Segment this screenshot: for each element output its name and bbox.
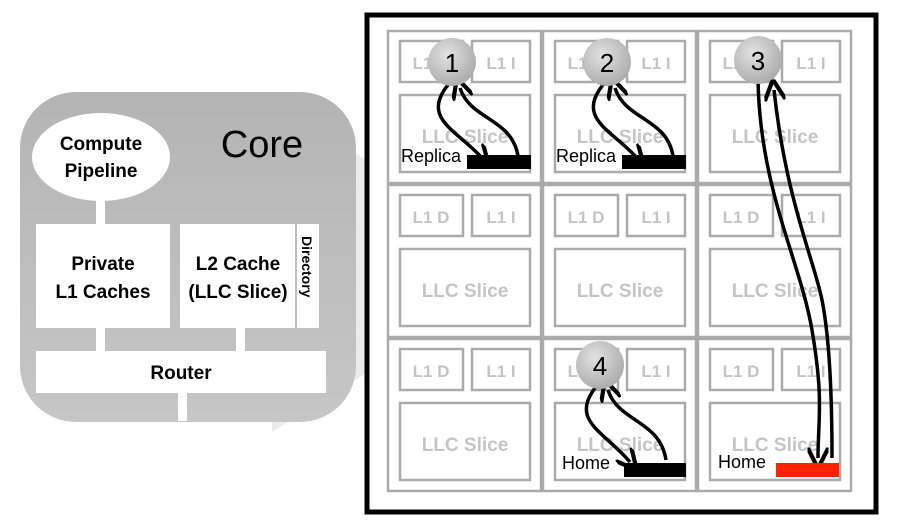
- tile: L1 D L1 I LLC Slice: [696, 337, 853, 493]
- step-3: Home 3: [718, 36, 839, 477]
- replica-block: [622, 155, 686, 169]
- llc-slice-label: LLC Slice: [422, 127, 509, 148]
- private-l1-caches: [36, 224, 170, 328]
- step-number: 3: [751, 46, 765, 76]
- l1d-box: [398, 347, 465, 392]
- l1-label-line1: Private: [71, 254, 134, 275]
- core-block: Core Compute Pipeline Private L1 Caches …: [20, 92, 356, 422]
- l1i-box: [625, 193, 687, 238]
- llc-slice-label: LLC Slice: [732, 281, 819, 302]
- directory: [297, 224, 319, 328]
- directory-label: Directory: [299, 236, 315, 298]
- l1d-label: L1 D: [568, 208, 605, 227]
- l2-label-line1: L2 Cache: [196, 254, 280, 275]
- l1i-box: [780, 39, 842, 84]
- llc-slice-label: LLC Slice: [422, 281, 509, 302]
- step-badge: [734, 36, 782, 84]
- step-number: 4: [593, 351, 607, 381]
- llc-slice-box: [553, 247, 687, 328]
- l1i-label: L1 I: [796, 208, 825, 227]
- l1d-label: L1 D: [723, 208, 760, 227]
- tile: L1 D L1 I LLC Slice: [386, 337, 543, 493]
- l2-label-line2: (LLC Slice): [188, 282, 287, 303]
- connector: [178, 393, 187, 421]
- llc-slice-label: LLC Slice: [422, 435, 509, 456]
- l1i-box: [470, 193, 532, 238]
- l1d-box: [553, 193, 620, 238]
- llc-slice-label: LLC Slice: [732, 435, 819, 456]
- router-label: Router: [150, 363, 212, 384]
- step-1: Replica 1: [401, 38, 531, 169]
- tile: L1 D L1 I LLC Slice: [696, 183, 853, 339]
- request-arrow: [584, 380, 630, 462]
- request-arrow: [591, 78, 637, 158]
- l1i-label: L1 I: [796, 362, 825, 381]
- llc-slice-label: LLC Slice: [577, 435, 664, 456]
- compute-pipeline-label-line1: Compute: [60, 134, 142, 155]
- step-number: 1: [445, 48, 459, 78]
- request-arrow: [756, 79, 820, 458]
- step-number: 2: [600, 48, 614, 78]
- l1i-label: L1 I: [486, 54, 515, 73]
- connector: [96, 190, 105, 224]
- tile: L1 D L1 I LLC Slice: [541, 183, 698, 339]
- l1-label-line2: L1 Caches: [55, 282, 150, 303]
- l1i-label: L1 I: [641, 54, 670, 73]
- llc-slice-label: LLC Slice: [577, 281, 664, 302]
- l1d-label: L1 D: [723, 362, 760, 381]
- home-label: Home: [718, 452, 766, 472]
- replica-label: Replica: [556, 146, 617, 166]
- compute-pipeline-label-line2: Pipeline: [65, 161, 138, 182]
- l2-cache: [180, 224, 295, 328]
- l1d-label: L1 D: [413, 362, 450, 381]
- l1d-box: [398, 193, 465, 238]
- l1i-label: L1 I: [486, 362, 515, 381]
- step-badge: [428, 38, 476, 86]
- connector: [96, 327, 105, 351]
- l1i-label: L1 I: [486, 208, 515, 227]
- router: [36, 351, 326, 393]
- l1i-box: [470, 347, 532, 392]
- replica-block: [467, 155, 531, 169]
- step-badge: [576, 341, 624, 389]
- response-arrow: [615, 88, 675, 157]
- response-arrow: [774, 90, 834, 459]
- l1i-box: [625, 347, 687, 392]
- l1d-label: L1 D: [413, 208, 450, 227]
- llc-slice-box: [398, 247, 532, 328]
- home-block: [624, 463, 686, 477]
- llc-slice-label: LLC Slice: [732, 127, 819, 148]
- l1d-box: [708, 193, 775, 238]
- compute-pipeline: [32, 113, 170, 201]
- l1i-label: L1 I: [796, 54, 825, 73]
- step-2: Replica 2: [556, 38, 686, 169]
- l1i-box: [780, 193, 842, 238]
- l1i-label: L1 I: [641, 208, 670, 227]
- step-4: Home 4: [562, 341, 686, 477]
- llc-slice-label: LLC Slice: [577, 127, 664, 148]
- connector: [236, 327, 245, 351]
- l1d-box: [708, 347, 775, 392]
- core-title: Core: [221, 124, 303, 166]
- llc-slice-box: [398, 401, 532, 482]
- tile: L1 D L1 I LLC Slice: [386, 183, 543, 339]
- replica-label: Replica: [401, 146, 462, 166]
- response-arrow: [460, 88, 520, 157]
- l1i-box: [625, 39, 687, 84]
- home-label: Home: [562, 453, 610, 473]
- step-badge: [583, 38, 631, 86]
- home-block-highlight: [776, 463, 839, 477]
- response-arrow: [608, 390, 668, 461]
- l1i-label: L1 I: [641, 362, 670, 381]
- request-arrow: [436, 78, 482, 158]
